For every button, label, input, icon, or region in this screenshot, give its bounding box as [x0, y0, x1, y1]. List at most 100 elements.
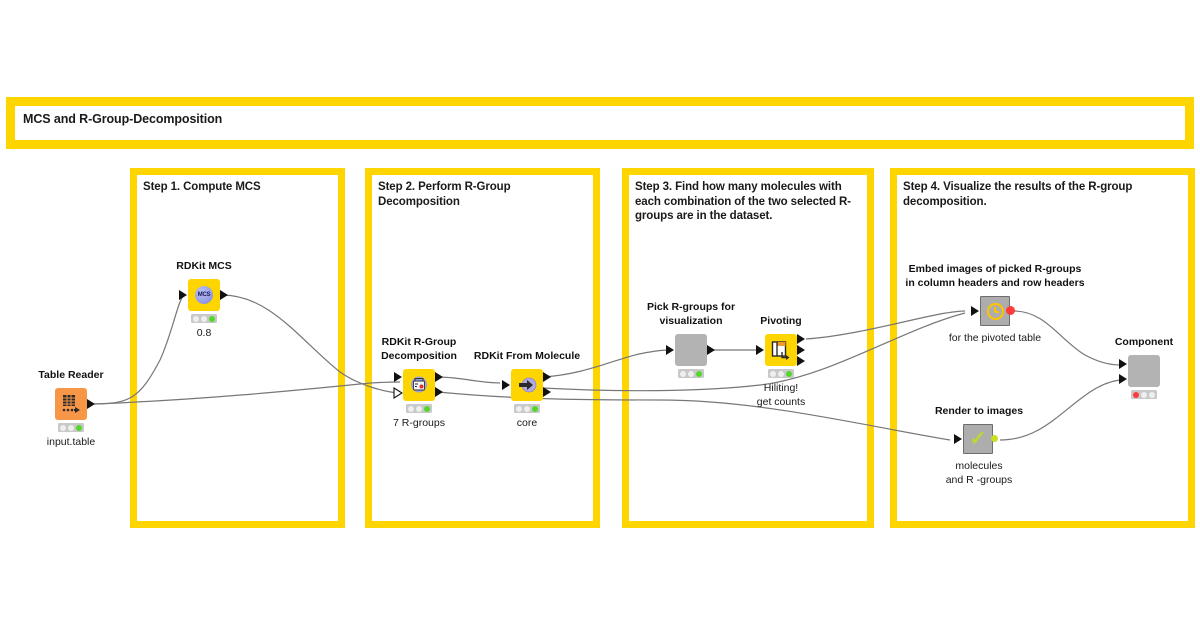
node-rgd-sublabel: 7 R-groups — [393, 417, 445, 429]
node-rdkit-mcs[interactable]: RDKit MCS MCS 0.8 — [176, 260, 231, 339]
port-out-pivoting-2[interactable] — [797, 345, 805, 355]
node-pivoting-status — [768, 369, 794, 378]
status-dot-idle — [680, 370, 686, 377]
node-embed-images-label: Embed images of picked R-groups in colum… — [880, 263, 1110, 290]
node-rgd-label: RDKit R-Group Decomposition — [324, 336, 514, 363]
node-rgd-label-line1: RDKit R-Group — [381, 336, 457, 349]
status-dot-idle — [201, 315, 207, 322]
checkmark-icon: ✓ — [969, 428, 987, 450]
port-out-rgd-1[interactable] — [435, 372, 443, 382]
port-out-pivoting-1[interactable] — [797, 334, 805, 344]
node-from-molecule-label: RDKit From Molecule — [473, 349, 581, 362]
port-in-component-2[interactable] — [1119, 374, 1127, 384]
node-pick-label-line1: Pick R-groups for — [646, 301, 736, 314]
node-render-sub-line2: and R -groups — [945, 473, 1013, 486]
node-embed-images[interactable]: Embed images of picked R-groups in colum… — [905, 263, 1084, 344]
port-out-from-molecule-1[interactable] — [543, 372, 551, 382]
status-dot-executed — [532, 405, 538, 412]
node-embed-images-sublabel: for the pivoted table — [948, 332, 1042, 344]
clock-icon — [986, 302, 1004, 320]
port-out-pivoting-3[interactable] — [797, 356, 805, 366]
port-out-pick-rgroups[interactable] — [707, 345, 715, 355]
node-rgd-label-line2: Decomposition — [381, 349, 457, 362]
status-dot-idle — [524, 405, 530, 412]
port-out-from-molecule-2[interactable] — [543, 387, 551, 397]
workflow-title-annotation[interactable]: MCS and R-Group-Decomposition — [6, 97, 1194, 149]
status-dot-idle — [1141, 391, 1147, 398]
port-in-render-to-images[interactable] — [954, 434, 962, 444]
node-table-reader[interactable]: Table Reader — [38, 369, 103, 448]
status-dot-idle — [193, 315, 199, 322]
status-dot-executed — [424, 405, 430, 412]
port-in-embed-images[interactable] — [971, 306, 979, 316]
node-render-to-images-label: Render to images — [934, 404, 1024, 417]
status-dot-idle — [68, 424, 74, 431]
node-rdkit-mcs-body[interactable]: MCS — [188, 279, 220, 311]
status-dot-idle — [516, 405, 522, 412]
pivot-table-icon — [771, 340, 791, 360]
workflow-title: MCS and R-Group-Decomposition — [23, 112, 223, 126]
node-from-molecule-status — [514, 404, 540, 413]
node-from-molecule-body[interactable] — [511, 369, 543, 401]
node-embed-images-body[interactable] — [980, 296, 1010, 326]
status-dot-idle-red — [1133, 391, 1139, 398]
node-embed-label-line1: Embed images of picked R-groups — [908, 263, 1082, 276]
node-pivoting[interactable]: Pivoting Hiliting! get counts — [756, 315, 805, 408]
node-pivoting-body[interactable] — [765, 334, 797, 366]
annotation-step-3-title: Step 3. Find how many molecules with eac… — [635, 181, 851, 223]
port-out-table-reader[interactable] — [87, 399, 95, 409]
node-render-to-images-body[interactable]: ✓ — [963, 424, 993, 454]
status-dot-idle — [60, 424, 66, 431]
node-rgd-body[interactable] — [403, 369, 435, 401]
molecule-arrow-icon — [517, 376, 537, 394]
annotation-step-1[interactable]: Step 1. Compute MCS — [130, 168, 345, 528]
node-table-reader-label: Table Reader — [38, 368, 104, 381]
port-in-rdkit-mcs[interactable] — [179, 290, 187, 300]
node-component-label: Component — [1114, 335, 1174, 348]
mcs-icon-text: MCS — [197, 292, 211, 298]
node-rgd-status — [406, 404, 432, 413]
node-pick-rgroups-label: Pick R-groups for visualization — [596, 301, 786, 328]
node-render-to-images[interactable]: Render to images ✓ molecules and R -grou… — [935, 405, 1023, 486]
mcs-sphere-icon: MCS — [195, 286, 213, 304]
node-pick-rgroups-status — [678, 369, 704, 378]
port-in-component-1[interactable] — [1119, 359, 1127, 369]
node-pivoting-sub-line1: Hiliting! — [763, 382, 799, 394]
port-in-from-molecule[interactable] — [502, 380, 510, 390]
node-embed-label-line2: in column headers and row headers — [905, 276, 1085, 289]
status-dot-idle — [778, 370, 784, 377]
port-in-pick-rgroups[interactable] — [666, 345, 674, 355]
annotation-step-1-title: Step 1. Compute MCS — [143, 181, 261, 193]
status-dot-executed — [76, 424, 82, 431]
node-render-sub-line1: molecules — [955, 460, 1003, 472]
node-pick-rgroups[interactable]: Pick R-groups for visualization — [647, 301, 735, 378]
node-rdkit-from-molecule[interactable]: RDKit From Molecule core — [474, 350, 580, 429]
node-table-reader-sublabel: input.table — [46, 436, 96, 448]
port-in-rgd-2-optional[interactable] — [393, 386, 404, 399]
node-render-to-images-sublabel: molecules and R -groups — [884, 460, 1074, 487]
status-dot-idle — [770, 370, 776, 377]
node-rdkit-rgroup-decomposition[interactable]: RDKit R-Group Decomposition — [381, 336, 457, 429]
status-dot-idle — [688, 370, 694, 377]
port-out-rgd-2[interactable] — [435, 387, 443, 397]
port-in-pivoting[interactable] — [756, 345, 764, 355]
node-rdkit-mcs-sublabel: 0.8 — [196, 327, 212, 339]
annotation-step-3[interactable]: Step 3. Find how many molecules with eac… — [622, 168, 874, 528]
node-component-body[interactable] — [1128, 355, 1160, 387]
node-table-reader-body[interactable] — [55, 388, 87, 420]
node-rdkit-mcs-label: RDKit MCS — [176, 259, 232, 272]
port-in-rgd-1[interactable] — [394, 372, 402, 382]
node-pick-rgroups-body[interactable] — [675, 334, 707, 366]
status-dot-executed — [786, 370, 792, 377]
port-out-rdkit-mcs[interactable] — [220, 290, 228, 300]
port-out-render-to-images[interactable] — [991, 435, 998, 442]
port-out-embed-images-flowvariable[interactable] — [1006, 306, 1015, 315]
node-from-molecule-sublabel: core — [516, 417, 538, 429]
node-component[interactable]: Component — [1115, 336, 1173, 399]
status-dot-executed — [209, 315, 215, 322]
node-pivoting-label: Pivoting — [760, 314, 802, 327]
status-dot-idle — [416, 405, 422, 412]
node-component-status — [1131, 390, 1157, 399]
annotation-step-4-title: Step 4. Visualize the results of the R-g… — [903, 181, 1133, 208]
